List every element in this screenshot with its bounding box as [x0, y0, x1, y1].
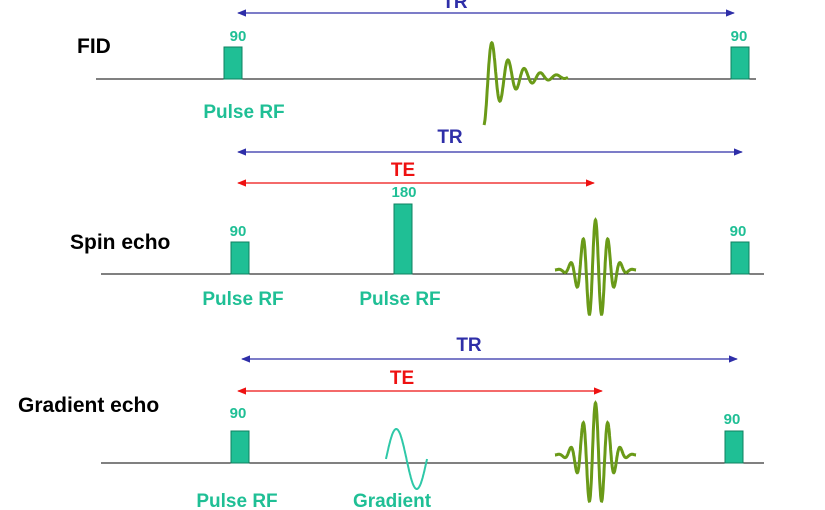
grad-row-title: Gradient echo	[18, 394, 159, 417]
grad-gradient-label: Gradient	[353, 491, 432, 510]
fid-pulse1-value: 90	[230, 28, 247, 45]
fid-tr-label: TR	[442, 0, 468, 13]
spin-row-title: Spin echo	[70, 231, 170, 254]
spin-echo-signal	[554, 217, 637, 316]
spin-pulse1-label: Pulse RF	[202, 289, 283, 310]
spin-tr-label: TR	[437, 127, 463, 148]
spin-pulse1-value: 90	[230, 223, 247, 240]
spin-te-label: TE	[391, 160, 415, 181]
spin-pulse180-label: Pulse RF	[359, 289, 440, 310]
fid-decay-signal	[482, 40, 569, 126]
fid-row: TR FID 90 Pulse RF 90	[77, 0, 756, 126]
gradient-echo-row: TR TE Gradient echo 90 Pulse RF 90 Gradi…	[18, 335, 764, 510]
spin-pulse1-bar	[230, 241, 250, 275]
fid-row-title: FID	[77, 35, 111, 58]
fid-pulse1-label: Pulse RF	[203, 102, 284, 123]
grad-pulse2-bar	[724, 430, 744, 464]
spin-pulse180-bar	[393, 203, 413, 275]
fid-pulse2-value: 90	[731, 28, 748, 45]
fid-pulse1-bar	[223, 46, 243, 80]
spin-pulse180-value: 180	[391, 184, 416, 201]
grad-te-label: TE	[390, 368, 414, 389]
fid-pulse2-bar	[730, 46, 750, 80]
gradient-echo-signal	[554, 400, 637, 503]
grad-pulse1-label: Pulse RF	[196, 491, 277, 510]
grad-pulse2-value: 90	[724, 411, 741, 428]
grad-pulse1-bar	[230, 430, 250, 464]
spin-pulse2-bar	[730, 241, 750, 275]
spin-pulse2-value: 90	[730, 223, 747, 240]
spin-echo-row: TR TE Spin echo 90 Pulse RF 180 Pulse RF…	[70, 127, 764, 316]
grad-tr-label: TR	[456, 335, 482, 356]
gradient-waveform	[385, 428, 428, 490]
grad-pulse1-value: 90	[230, 405, 247, 422]
